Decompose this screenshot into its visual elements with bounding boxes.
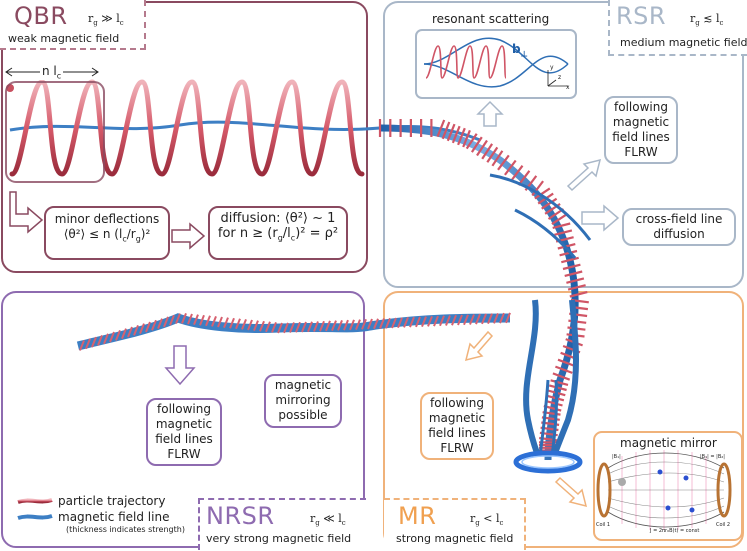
mr-arrow-upleft	[464, 330, 494, 362]
mirror-formula: J = 2πr₀B(t) = const	[650, 528, 700, 534]
axis-y-label: y	[550, 64, 554, 71]
resonant-title: resonant scattering	[432, 12, 550, 26]
rsr-arrow-up	[476, 100, 504, 127]
qbr-title: QBR	[14, 2, 68, 30]
mirror-b1: |B₁|	[612, 454, 621, 460]
rsr-tag: RSR rg ≲ lc medium magnetic field	[608, 0, 747, 56]
mr-panel	[383, 291, 744, 548]
qbr-scale-label: n lc	[40, 64, 64, 81]
resonant-b-label: b⊥	[512, 42, 528, 59]
qbr-tag: QBR rg ≫ lc weak magnetic field	[0, 0, 146, 50]
qbr-minor-box: minor deflections ⟨θ²⟩ ≤ n (lc/rg)²	[44, 206, 170, 260]
qbr-arrow-right	[171, 222, 206, 250]
axis-z-label: z	[558, 74, 562, 81]
qbr-field-line	[9, 120, 481, 142]
legend-field-line: magnetic field line	[58, 510, 170, 524]
nrsr-helix	[79, 312, 511, 351]
mr-ring	[513, 450, 583, 474]
nrsr-title: NRSR	[206, 502, 275, 530]
coil-1-icon	[596, 462, 612, 518]
legend-trajectory: particle trajectory	[58, 494, 166, 508]
qbr-relation: rg ≫ lc	[88, 12, 124, 28]
nrsr-field-line	[76, 313, 511, 351]
coil-2-label: Coil 2	[716, 522, 731, 528]
mr-relation: rg < lc	[470, 512, 504, 528]
rope-twists	[79, 312, 511, 351]
rsr-arrow-right	[581, 204, 620, 232]
nrsr-panel	[1, 291, 365, 548]
legend-thickness: (thickness indicates strength)	[66, 525, 185, 534]
rsr-branch-line-2	[514, 208, 577, 259]
small-helix-loops	[425, 45, 507, 79]
rsr-branch-line-1	[489, 173, 592, 241]
rsr-arrow-upright	[566, 158, 602, 192]
nrsr-tag: NRSR rg ≪ lc very strong magnetic field	[198, 498, 366, 550]
rsr-field: medium magnetic field	[620, 36, 747, 49]
coil-2-icon	[716, 462, 732, 518]
mr-tag: MR rg < lc strong magnetic field	[384, 498, 526, 550]
nrsr-arrow-down	[164, 345, 196, 386]
rsr-title: RSR	[616, 2, 667, 30]
qbr-diffusion-box: diffusion: ⟨θ²⟩ ~ 1 for n ≥ (rg/lc)² = ρ…	[208, 206, 348, 260]
resonant-helix	[425, 45, 507, 79]
axis-x-label: x	[566, 84, 570, 91]
qbr-field: weak magnetic field	[8, 32, 120, 45]
mr-field-right	[551, 299, 579, 457]
mirror-title: magnetic mirror	[620, 436, 717, 450]
mr-arrow-downright	[554, 476, 588, 508]
rsr-relation: rg ≲ lc	[690, 12, 724, 28]
legend-trajectory-icon	[17, 498, 53, 504]
legend-field-icon	[17, 514, 53, 520]
coil-1-label: Coil 1	[596, 522, 611, 528]
mirror-b1eq: |B₁| = |B₂|	[700, 454, 725, 460]
nrsr-field: very strong magnetic field	[206, 532, 352, 545]
mr-title: MR	[398, 502, 437, 530]
qbr-arrow-down	[9, 191, 44, 234]
nrsr-relation: rg ≪ lc	[310, 512, 346, 528]
mr-field: strong magnetic field	[396, 532, 514, 545]
rsr-panel	[383, 1, 744, 288]
mr-field-left	[523, 299, 541, 457]
qbr-turn-highlight	[5, 81, 105, 183]
qbr-panel	[1, 1, 368, 273]
